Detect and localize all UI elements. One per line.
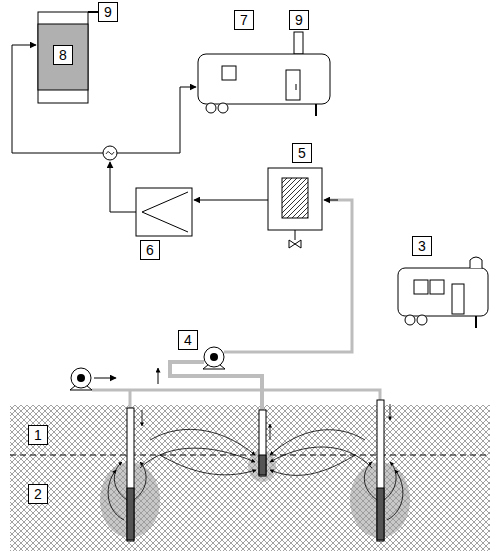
sparge-well <box>127 408 134 541</box>
well-screen <box>259 455 266 475</box>
trailer-window <box>222 66 236 80</box>
tank-media <box>38 24 88 90</box>
moisture-separator <box>136 188 192 236</box>
callout-number: 4 <box>178 330 198 350</box>
sparge-pipe <box>92 390 380 408</box>
soil-ground <box>10 405 490 551</box>
door-handle <box>296 84 297 90</box>
vapor-pipe <box>224 200 352 352</box>
blower-valve <box>103 146 117 160</box>
callout-number: 3 <box>412 236 432 256</box>
pump-hub <box>210 353 218 361</box>
valve-mark <box>106 152 114 155</box>
callout-number: 6 <box>140 240 160 260</box>
trailer-window <box>414 280 428 294</box>
well-screen <box>127 488 134 540</box>
roof-vent <box>470 257 482 268</box>
callout-number: 9 <box>289 10 309 30</box>
callout-number: 5 <box>292 143 312 163</box>
callout-number: 2 <box>28 484 48 504</box>
flow-arrow <box>158 368 159 384</box>
wheel <box>417 315 427 325</box>
flow-line <box>194 200 268 201</box>
separator-vanes <box>142 192 188 232</box>
filter-element <box>282 178 308 218</box>
callout-number: 9 <box>98 2 118 22</box>
trailer-door <box>452 284 464 314</box>
wheel <box>218 103 228 113</box>
oxidizer-trailer <box>198 54 330 104</box>
flow-arrow <box>94 378 116 379</box>
tank-vent <box>88 11 98 13</box>
air-compressor <box>71 368 91 388</box>
particulate-filter <box>268 168 322 230</box>
extraction-well <box>259 410 266 476</box>
vacuum-pump <box>204 347 224 367</box>
callout-number: 1 <box>28 425 48 445</box>
exhaust-stack <box>294 32 303 54</box>
control-trailer <box>398 268 488 316</box>
callout-number: 7 <box>234 10 254 30</box>
drain-valve <box>289 240 301 248</box>
treatment-tank <box>38 12 88 103</box>
water-table <box>10 455 490 456</box>
callout-number: 8 <box>53 45 73 65</box>
sparge-well <box>377 400 384 541</box>
well-screen <box>377 488 384 540</box>
airflow-arrows <box>108 404 403 520</box>
flow-line <box>110 162 136 212</box>
trailer-stand <box>475 316 477 328</box>
trailer-stand <box>315 104 317 116</box>
flow-arrow <box>324 200 338 201</box>
wheel <box>405 315 415 325</box>
compressor-hub <box>77 374 85 382</box>
wheel <box>206 103 216 113</box>
extraction-zone <box>248 450 276 482</box>
drain-line <box>295 230 296 240</box>
flow-line <box>117 87 196 153</box>
trailer-door <box>286 70 300 100</box>
flow-line <box>12 45 103 153</box>
trailer-window <box>430 280 444 294</box>
